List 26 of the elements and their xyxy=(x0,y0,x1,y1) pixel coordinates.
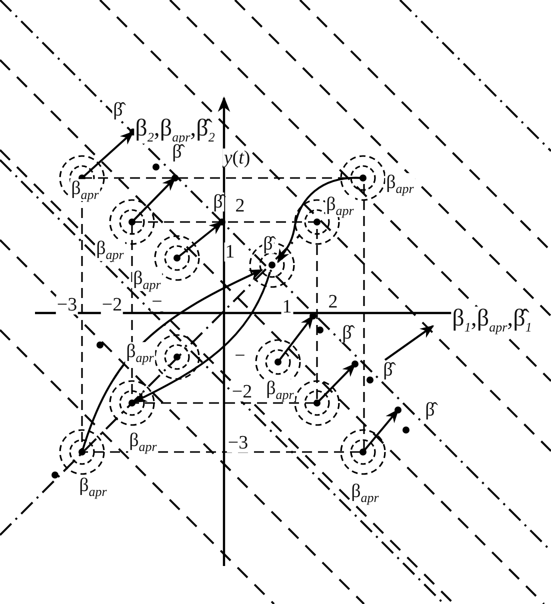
symbol-label: β$_{apr}$ xyxy=(95,239,125,261)
symbol-label: β̂ xyxy=(212,192,224,212)
axis-label: β$_{1}$,β$_{apr}$,β̂$_{1}$ xyxy=(451,306,533,334)
tick-label: −2 xyxy=(230,382,254,402)
symbol-label: β̂ xyxy=(341,324,353,342)
symbol-label: β$_{apr}$ xyxy=(125,342,155,364)
symbol-label: β$_{apr}$ xyxy=(128,431,158,453)
tick-label: 1 xyxy=(224,242,236,262)
symbol-label: β$_{apr}$ xyxy=(132,269,162,291)
symbol-label: β̂ xyxy=(112,100,124,120)
symbol-label: β$_{apr}$ xyxy=(78,476,108,498)
tick-label: 1 xyxy=(281,298,293,316)
symbol-label: β̂ xyxy=(424,400,436,420)
symbol-label: β$_{apr}$ xyxy=(70,179,100,201)
symbol-label: β̂ xyxy=(171,142,183,162)
function-label: y(t) xyxy=(222,148,252,168)
symbol-label: β$_{apr}$ xyxy=(350,482,380,504)
tick-label: −3 xyxy=(226,434,250,452)
symbol-label: β$_{apr}$ xyxy=(325,195,355,217)
symbol-label: β$_{apr}$ xyxy=(385,173,415,195)
tick-label: −2 xyxy=(100,296,124,314)
symbol-label: β$_{apr}$ xyxy=(265,379,295,401)
symbol-label: β̂ xyxy=(382,360,394,380)
tick-label: −3 xyxy=(56,296,78,314)
axis-label: β$_{2}$,β$_{apr}$,β̂$_{2}$ xyxy=(134,116,216,144)
symbol-label: β̂ xyxy=(262,234,274,254)
